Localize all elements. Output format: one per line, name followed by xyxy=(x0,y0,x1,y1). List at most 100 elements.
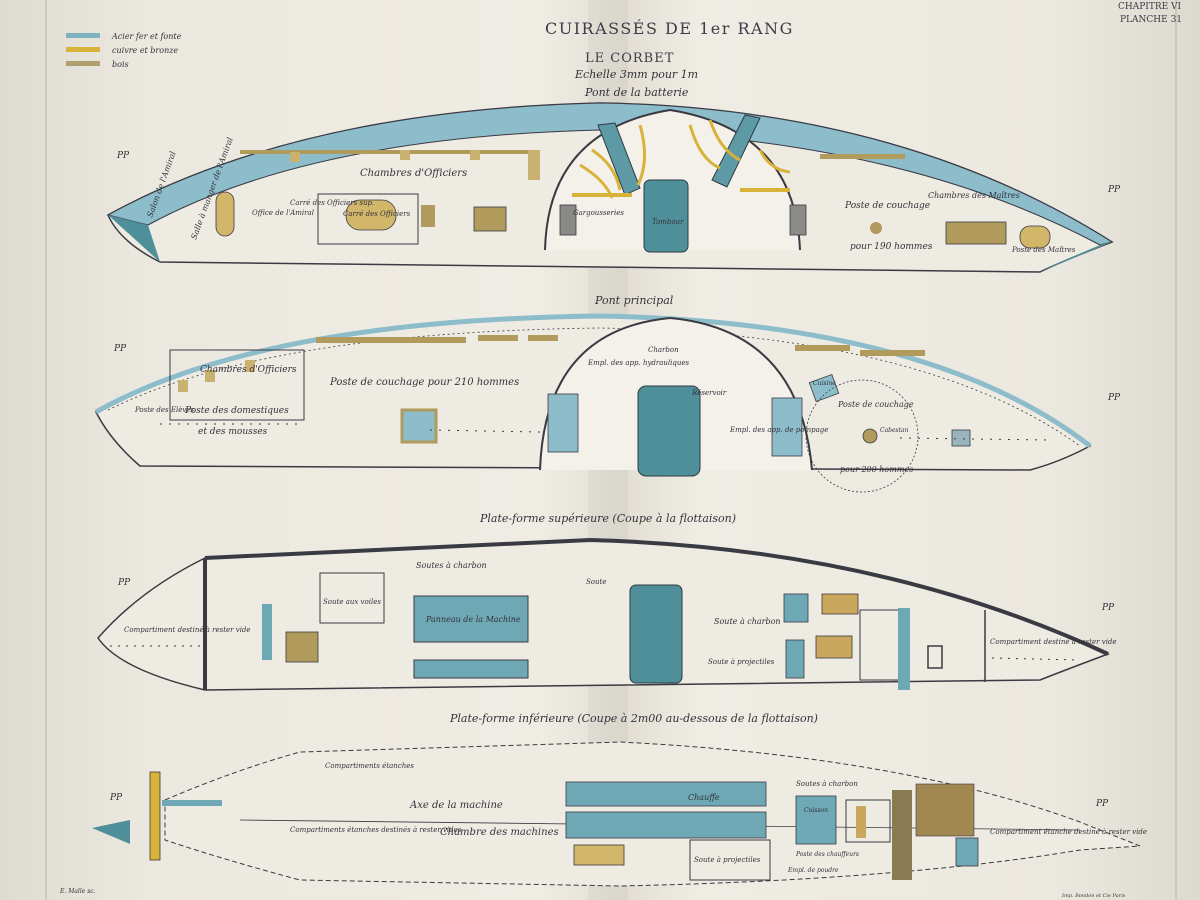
label-pour-200: pour 200 hommes xyxy=(840,465,913,474)
plate-number: PLANCHE 31 xyxy=(1120,15,1182,25)
pillar-row-mid xyxy=(429,429,541,433)
label-pour-190: pour 190 hommes xyxy=(850,242,933,252)
legend: Acier fer et fonte cuivre et bronze bois xyxy=(66,32,182,69)
hatch-main xyxy=(400,408,438,444)
label-office-amiral: Office de l'Amiral xyxy=(252,209,314,217)
label-chambre-machines: Chambre des machines xyxy=(440,827,559,838)
cabin-mark-1 xyxy=(178,380,188,392)
label-cuisson: Cuisson xyxy=(804,807,828,814)
label-mousses: et des mousses xyxy=(198,427,268,437)
boilers-row-2 xyxy=(565,811,767,839)
wood-rail-fwd-battery xyxy=(820,154,905,159)
cabin-mark-3 xyxy=(245,360,255,372)
gun-arc-right-2 xyxy=(708,119,741,162)
plate-title: CUIRASSÉS DE 1er RANG xyxy=(545,18,794,38)
printer-credit: Imp. Bondon et Cie Paris xyxy=(1061,893,1126,899)
pillar-row-upper-fwd xyxy=(991,657,1081,661)
anchor-gear-main xyxy=(951,429,971,447)
boilers-row-1 xyxy=(565,781,767,807)
label-chambres-officiers: Chambres d'Officiers xyxy=(360,168,467,179)
capstan-main xyxy=(862,428,878,444)
label-panneau-machine: Panneau de la Machine xyxy=(425,615,521,624)
carre-officiers-room xyxy=(317,193,419,245)
frame-ticks-main xyxy=(107,327,1081,447)
label-poste-couchage-2: Poste de couchage xyxy=(837,400,914,409)
label-chambres-maitres: Chambres des Maîtres xyxy=(928,191,1020,200)
steel-locker-1 xyxy=(783,593,809,623)
cabin-block-3 xyxy=(470,150,480,160)
capstan-sweep xyxy=(805,379,919,493)
wood-rail-main-4 xyxy=(795,345,850,351)
machine-panel xyxy=(413,595,529,643)
label-cuisine: Cuisine xyxy=(813,380,836,387)
cabin-rail-battery xyxy=(240,150,540,154)
wood-locker-2 xyxy=(421,205,435,227)
pp-marker-bow-4: PP xyxy=(1095,799,1109,809)
pp-marker-stern-3: PP xyxy=(117,578,131,588)
propeller-lower xyxy=(92,820,130,844)
bronze-rail-left xyxy=(572,193,632,197)
label-compartiment-fwd: Compartiment destiné à rester vide xyxy=(990,638,1117,646)
wood-locker-1 xyxy=(473,206,507,232)
bronze-rail-right xyxy=(740,188,790,192)
pp-marker-stern-1: PP xyxy=(116,151,130,161)
legend-label-steel: Acier fer et fonte xyxy=(111,32,182,41)
label-gargousseries: Gargousseries xyxy=(573,209,624,217)
rudder-post-upper xyxy=(262,604,272,660)
label-empl-poudre: Empl. de poudre xyxy=(787,867,839,874)
cuisine-block xyxy=(808,373,840,403)
capstan-battery xyxy=(870,222,882,234)
steel-locker-lower xyxy=(955,837,979,867)
label-tambour: Tambour xyxy=(652,218,684,226)
label-chauffe: Chauffe xyxy=(688,793,720,802)
machinery-upper xyxy=(629,584,683,684)
machine-panel-lower xyxy=(413,659,529,679)
legend-swatch-bronze xyxy=(66,47,100,52)
gun-arc-left-1 xyxy=(591,148,622,191)
label-soute-projectiles-lower: Soute à projectiles xyxy=(694,856,761,864)
legend-label-wood: bois xyxy=(112,60,129,69)
cabin-block-2 xyxy=(400,150,410,160)
gun-left-battery xyxy=(597,122,641,196)
gun-arc-left-3 xyxy=(636,124,646,186)
deck-lower-platform: Plate-forme inférieure (Coupe à 2m00 au-… xyxy=(92,712,1147,887)
chapter-label: CHAPITRE VI xyxy=(1118,2,1182,12)
chauffeurs-room xyxy=(845,799,891,843)
label-comp-etanches-top: Compartiments étanches xyxy=(325,762,414,770)
deck-title-upper: Plate-forme supérieure (Coupe à la flott… xyxy=(479,512,736,525)
gun-arc-right-3 xyxy=(758,149,791,174)
pp-marker-bow-3: PP xyxy=(1101,603,1115,613)
powder-store-1 xyxy=(892,790,912,880)
ship-name: LE CORBET xyxy=(585,51,674,66)
legend-swatch-wood xyxy=(66,61,100,66)
gun-arc-right-1 xyxy=(688,124,721,170)
machinery-main xyxy=(637,385,701,477)
wood-rail-main-1 xyxy=(316,337,466,343)
deck-title-main: Pont principal xyxy=(594,294,674,307)
wood-rail-main-3 xyxy=(528,335,558,341)
pp-marker-stern-2: PP xyxy=(113,344,127,354)
bronze-machinery-lower xyxy=(573,844,625,866)
label-soute-projectiles: Soute à projectiles xyxy=(708,658,775,666)
label-compartiment-aft: Compartiment destiné à rester vide xyxy=(124,626,251,634)
rudder-lower xyxy=(149,771,161,861)
label-carre-sup: Carré des Officiers sup. xyxy=(290,199,374,207)
label-poste-domestiques: Poste des domestiques xyxy=(184,406,289,416)
engraver-credit: E. Malle sc. xyxy=(59,888,96,895)
armour-edge-main xyxy=(94,313,1092,448)
wood-locker-fwd xyxy=(945,221,1007,245)
label-poste-couchage-1: Poste de couchage xyxy=(844,201,930,211)
maitres-table xyxy=(1019,225,1051,249)
hydraulic-pumps-left xyxy=(547,393,579,453)
deck-title-lower: Plate-forme inférieure (Coupe à 2m00 au-… xyxy=(449,712,818,725)
shaft-bracket-lower xyxy=(162,800,222,806)
label-axe-machine: Axe de la machine xyxy=(409,800,503,811)
scale-label: Echelle 3mm pour 1m xyxy=(574,68,698,81)
chauffeurs-bunk xyxy=(856,806,866,838)
label-cabestan: Cabestan xyxy=(880,427,909,434)
hatch-right-battery xyxy=(789,204,807,236)
hydraulic-pumps-right xyxy=(771,397,803,457)
bronze-store-1 xyxy=(821,593,859,615)
